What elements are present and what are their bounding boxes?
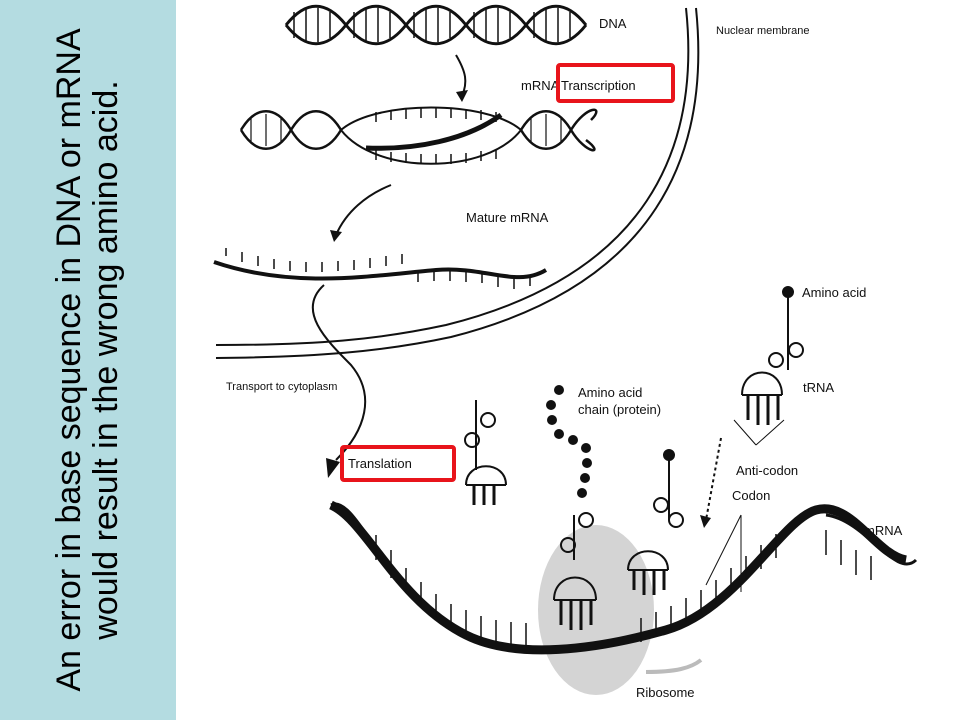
protein-synthesis-diagram: DNA Nuclear membrane mRNA Transcription … (213, 4, 918, 700)
arrow-to-mature-mrna (330, 184, 392, 242)
nuclear-membrane (215, 7, 700, 359)
mature-mrna-strand (213, 248, 548, 289)
sidebar-caption: An error in base sequence in DNA or mRNA… (50, 28, 125, 692)
label-nuclear-membrane: Nuclear membrane (716, 25, 810, 37)
trna-floating-right (741, 286, 804, 425)
label-translation: Translation (348, 456, 412, 471)
label-dna: DNA (599, 16, 627, 31)
translation-highlight-box (340, 445, 456, 482)
dna-helix (284, 4, 588, 46)
sidebar-panel: An error in base sequence in DNA or mRNA… (0, 0, 176, 720)
label-chain-line1: Amino acid (578, 385, 642, 400)
label-ribosome: Ribosome (636, 685, 695, 700)
label-transport: Transport to cytoplasm (226, 381, 337, 393)
arrow-dna-to-mrna (455, 54, 468, 102)
label-mrna-small: mRNA (521, 78, 560, 93)
label-anticodon: Anti-codon (736, 463, 798, 478)
transcription-bubble (239, 106, 598, 165)
trna-ribosome-second (627, 449, 684, 595)
transcription-highlight-box (556, 63, 675, 103)
label-trna: tRNA (803, 380, 834, 395)
dotted-arrow-to-codon (700, 437, 722, 528)
leader-lines (705, 419, 785, 592)
label-transcription: Transcription (561, 78, 636, 93)
label-amino-acid: Amino acid (802, 285, 866, 300)
label-mrna-big: mRNA (864, 523, 903, 538)
trna-with-protein-chain (553, 512, 597, 630)
trna-floating-left (464, 400, 507, 505)
arrow-transport (311, 284, 367, 478)
protein-chain-beads (546, 385, 592, 498)
label-codon: Codon (732, 488, 770, 503)
label-mature-mrna: Mature mRNA (466, 210, 549, 225)
ribosome (538, 525, 654, 695)
label-chain-line2: chain (protein) (578, 402, 661, 417)
ribosome-arrow (645, 658, 703, 674)
mrna-ribbon (328, 500, 918, 655)
